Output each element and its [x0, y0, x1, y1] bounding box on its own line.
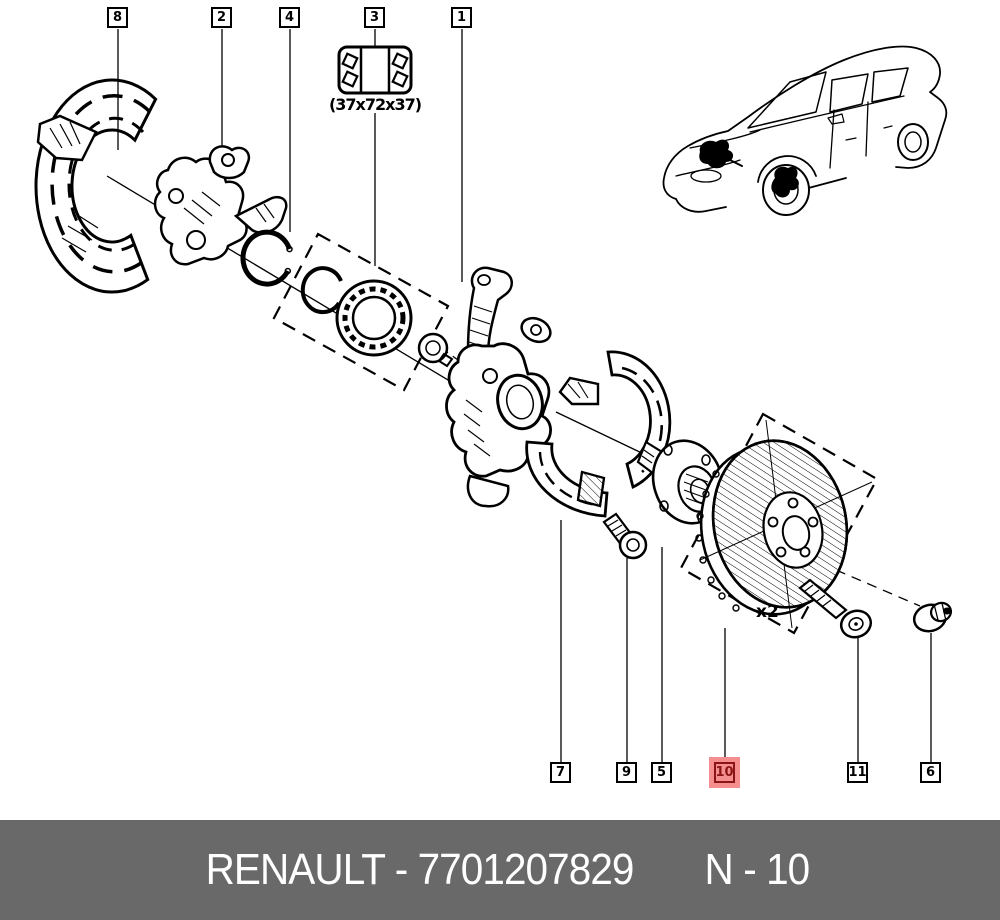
- page-reference: N - 10: [704, 845, 810, 894]
- brake-disc-drawing: [679, 412, 879, 635]
- callout-2-axle-carrier[interactable]: 2: [211, 7, 232, 28]
- car-location-sketch: [662, 45, 948, 216]
- disc-quantity-label: x2: [756, 602, 779, 622]
- exploded-parts-drawing: [34, 29, 953, 762]
- wheel-bearing-kit-drawing: [272, 232, 454, 392]
- stub-axle-carrier-drawing: [153, 145, 288, 266]
- callout-1-knuckle[interactable]: 1: [451, 7, 472, 28]
- callout-9-hub-bolt[interactable]: 9: [616, 762, 637, 783]
- snap-ring-drawing: [240, 229, 293, 287]
- steering-knuckle-drawing: [445, 266, 552, 508]
- bearing-kit-icon: [337, 45, 413, 95]
- footer-bar: RENAULT - 7701207829 N - 10: [0, 820, 1000, 920]
- disc-screw-drawing: [798, 578, 873, 639]
- hub-bolt-drawing: [602, 512, 648, 560]
- splash-shield-drawing: [525, 440, 609, 518]
- callout-11-disc-screw[interactable]: 11: [847, 762, 868, 783]
- callout-4-snap-ring[interactable]: 4: [279, 7, 300, 28]
- bearing-dimensions-label: (37x72x37): [328, 95, 422, 114]
- callout-leader-lines: [117, 29, 932, 762]
- brake-dust-shield-drawing: [34, 78, 158, 294]
- front-hub-highlight-marks: [699, 139, 799, 198]
- brand-part-number: RENAULT - 7701207829: [205, 845, 634, 894]
- callout-8-dust-shield[interactable]: 8: [107, 7, 128, 28]
- hub-nut-drawing: [912, 601, 953, 633]
- callout-7-splash-shield[interactable]: 7: [550, 762, 571, 783]
- callout-10-brake-disc[interactable]: 10: [714, 762, 735, 783]
- callout-3-bearing-kit[interactable]: 3: [364, 7, 385, 28]
- callout-5-wheel-hub[interactable]: 5: [651, 762, 672, 783]
- callout-6-hub-nut[interactable]: 6: [920, 762, 941, 783]
